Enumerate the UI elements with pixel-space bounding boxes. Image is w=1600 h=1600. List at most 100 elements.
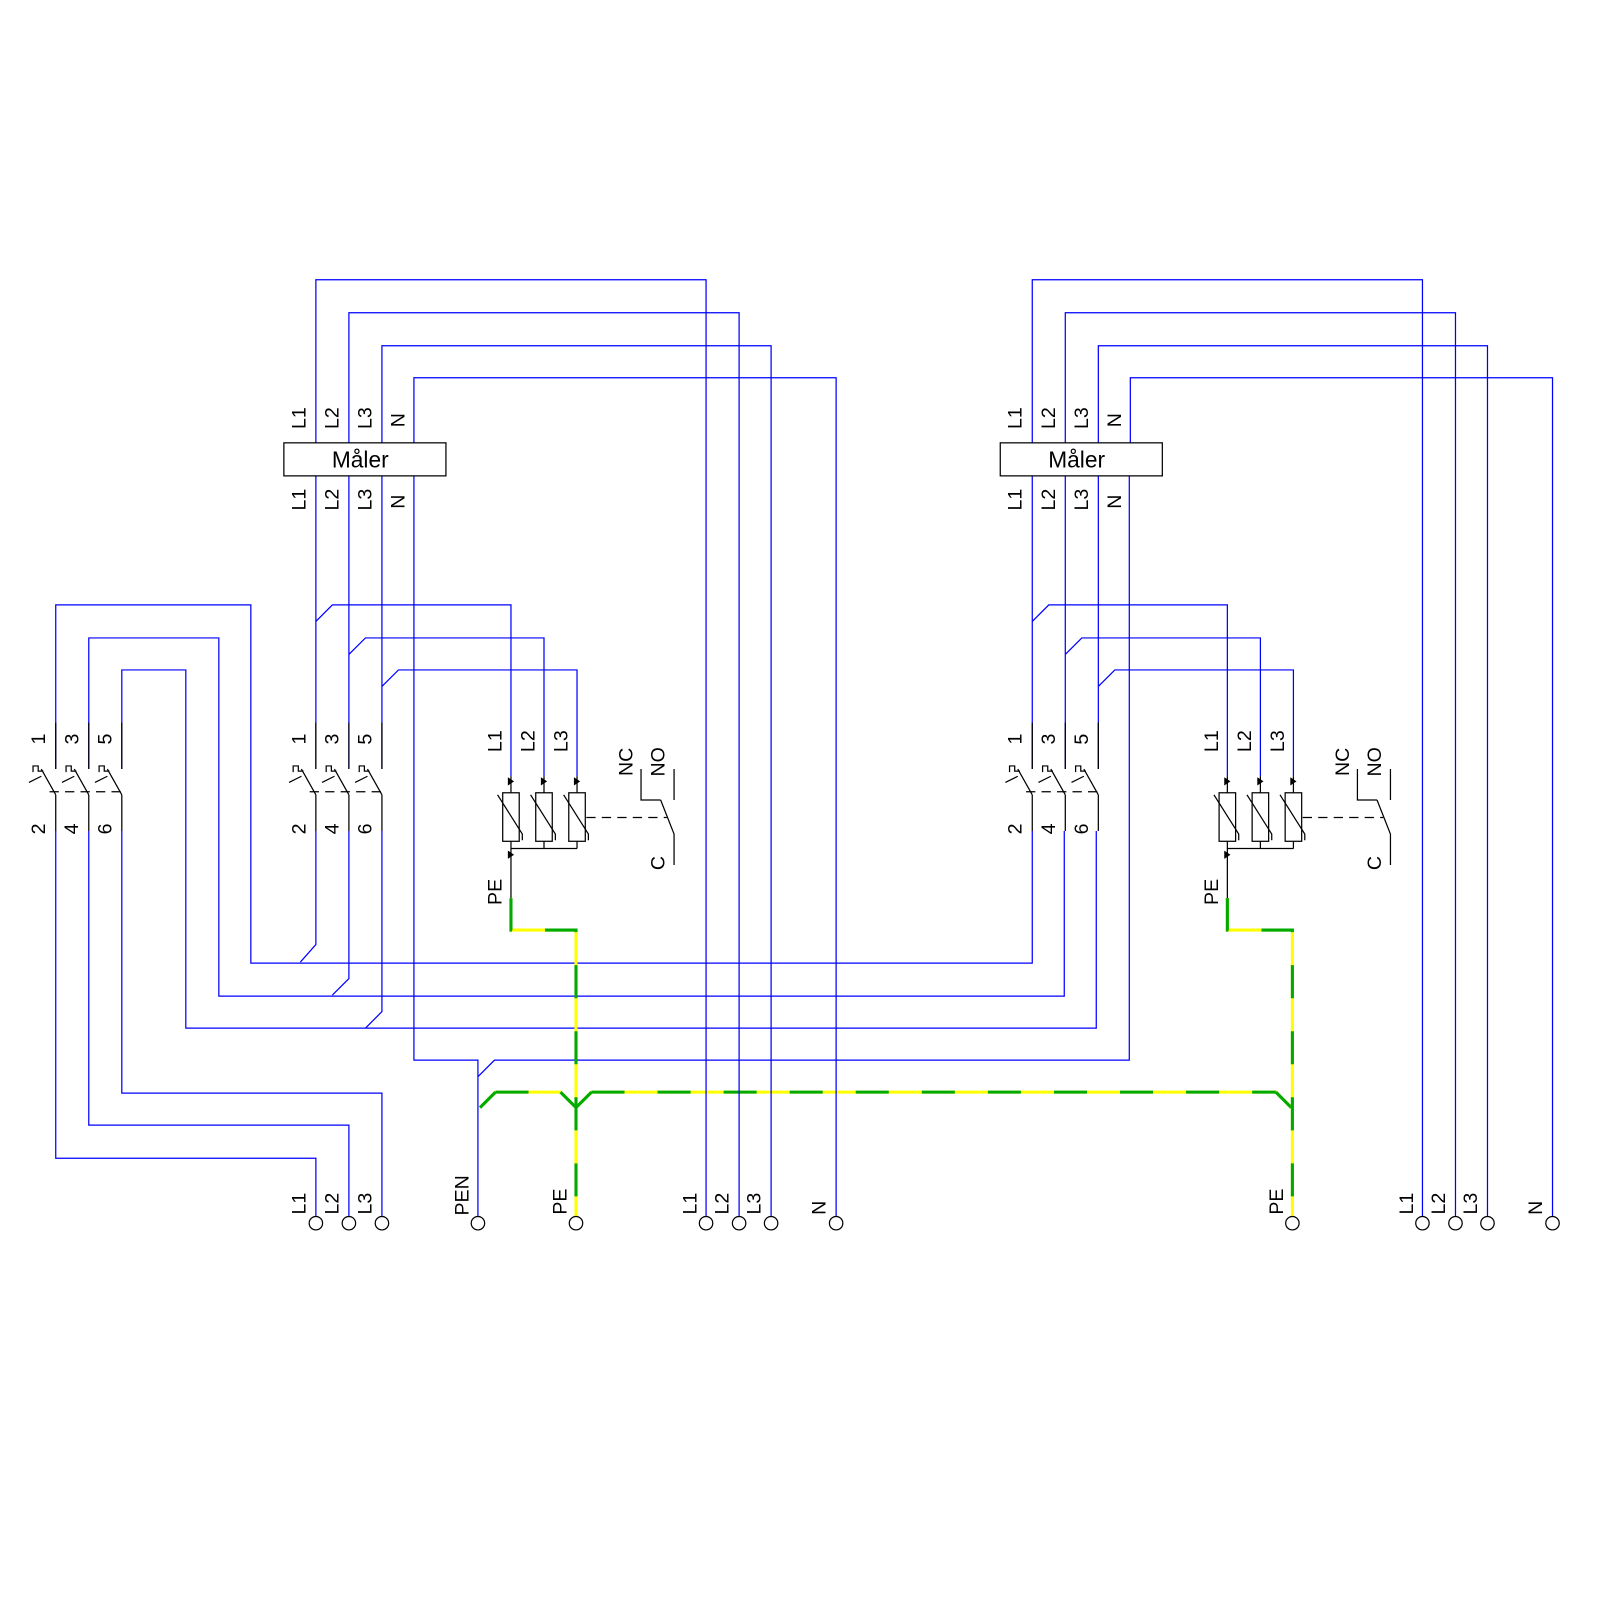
breaker-label: 1 — [288, 734, 310, 745]
circuit-breaker: 1 3 5 2 4 6 — [288, 722, 383, 834]
meter-bottom-label: L2 — [1038, 489, 1060, 511]
contact-c-label: C — [648, 856, 670, 870]
wire-meter-l2 — [1064, 475, 1262, 777]
spd-label: L3 — [1267, 730, 1289, 752]
breaker-label: 3 — [1038, 734, 1060, 745]
terminal-supply-pen[interactable] — [470, 1215, 486, 1231]
wire-out-l2 — [348, 312, 740, 1216]
meter-bottom-label: L3 — [354, 489, 376, 511]
terminal-pe[interactable] — [1285, 1215, 1300, 1231]
meter-module: Måler L1 L2 L3 N L1 L2 L3 N 1 3 5 2 4 6 … — [283, 279, 844, 1231]
pe-bus — [478, 1090, 1293, 1110]
pe-wire — [509, 898, 578, 1216]
terminal-label: L3 — [354, 1193, 376, 1215]
terminal-out-n[interactable] — [828, 1215, 844, 1231]
varistor-diagonal-icon — [497, 794, 590, 841]
terminal-label: N — [1525, 1201, 1547, 1215]
terminal-supply-l2[interactable] — [341, 1215, 357, 1231]
breaker-label: 3 — [321, 734, 343, 745]
trip-symbol-icon — [1005, 765, 1086, 784]
meter-top-label: L1 — [1005, 407, 1027, 429]
contact-no-label: NO — [1364, 747, 1386, 776]
spd-label: L3 — [551, 730, 573, 752]
meter-top-label: L3 — [1071, 407, 1093, 429]
spd-label: L2 — [1234, 730, 1256, 752]
main-breaker-label-5: 5 — [94, 734, 116, 745]
main-breaker-label-1: 1 — [28, 734, 50, 745]
contact-nc-label: NC — [616, 748, 638, 776]
surge-protector: L1 L2 L3 PE NC NO C — [484, 730, 675, 905]
breaker-poles — [300, 722, 383, 831]
meter-bottom-label: L3 — [1071, 489, 1093, 511]
spd-label: L1 — [484, 730, 506, 752]
terminal-label: L1 — [288, 1193, 310, 1215]
terminal-pe[interactable] — [568, 1215, 584, 1231]
aux-contact — [1356, 769, 1392, 866]
terminal-out-l1[interactable] — [1415, 1215, 1430, 1231]
trip-symbol-icon — [288, 765, 370, 784]
main-breaker-label-4: 4 — [61, 823, 83, 834]
breaker-label: 6 — [354, 823, 376, 834]
contact-c-label: C — [1364, 856, 1386, 870]
meter-box — [283, 442, 447, 477]
surge-protector: L1 L2 L3 PE NC NO C — [1201, 730, 1392, 905]
meter-bottom-label: N — [387, 495, 409, 509]
meter-bottom-label: N — [1104, 495, 1126, 509]
wire-main-l1 — [55, 830, 317, 1216]
contact-no-label: NO — [648, 747, 670, 776]
breaker-poles — [1017, 722, 1099, 831]
aux-contact — [640, 769, 675, 866]
terminal-supply-l1[interactable] — [308, 1215, 324, 1231]
wire-out-l1 — [1031, 279, 1424, 1216]
terminal-label-pe: PE — [1266, 1188, 1288, 1214]
terminal-out-l1[interactable] — [698, 1215, 714, 1231]
breaker-label: 6 — [1071, 823, 1093, 834]
circuit-breaker: 1 3 5 2 4 6 — [1005, 722, 1099, 834]
wire-out-n — [413, 377, 837, 1216]
wire-out-l2 — [1064, 312, 1457, 1216]
breaker-label: 1 — [1005, 734, 1027, 745]
main-breaker: 1 3 5 2 4 6 — [28, 722, 123, 834]
terminal-supply-l3[interactable] — [374, 1215, 390, 1231]
terminal-label-pen: PEN — [451, 1175, 473, 1215]
spd-wiring — [1226, 776, 1295, 899]
wire-out-l3 — [381, 345, 772, 1216]
pe-wire-green — [509, 898, 578, 1216]
main-breaker-label-2: 2 — [28, 823, 50, 834]
terminal-label: N — [809, 1201, 831, 1215]
supply-wiring: 1 3 5 2 4 6 L1 L2 L3 PEN — [28, 475, 1293, 1231]
terminal-out-l3[interactable] — [1480, 1215, 1495, 1231]
main-breaker-label-3: 3 — [61, 734, 83, 745]
meter-bottom-label: L1 — [1005, 489, 1027, 511]
wire-meter-l3 — [381, 475, 578, 777]
terminal-out-l3[interactable] — [763, 1215, 779, 1231]
spd-wiring — [510, 776, 578, 899]
terminal-out-l2[interactable] — [731, 1215, 747, 1231]
supply-terminals: L1 L2 L3 PEN — [288, 1175, 486, 1231]
terminal-out-n[interactable] — [1545, 1215, 1560, 1231]
wire-out-n — [1129, 377, 1554, 1216]
breaker-label: 2 — [288, 823, 310, 834]
spd-pe-label: PE — [1201, 879, 1223, 905]
trip-symbol-icon — [28, 765, 110, 784]
pe-wire-green — [1225, 898, 1294, 1216]
meter-title: Måler — [332, 446, 389, 472]
terminal-out-l2[interactable] — [1448, 1215, 1463, 1231]
main-breaker-poles — [40, 722, 123, 831]
wire-meter-l2 — [348, 475, 545, 777]
wire-meter-l3 — [1097, 475, 1295, 777]
meter-box — [999, 442, 1163, 477]
meter-top-label: L1 — [288, 407, 310, 429]
breaker-label: 4 — [321, 823, 343, 834]
pe-bus-joints — [478, 1091, 1293, 1110]
meter-title: Måler — [1048, 446, 1105, 472]
spd-label: L1 — [1201, 730, 1223, 752]
terminal-label-pe: PE — [550, 1188, 572, 1214]
terminal-label: L2 — [321, 1193, 343, 1215]
meter-bottom-label: L2 — [321, 489, 343, 511]
meter-module-right: Måler L1 L2 L3 N L1 L2 L3 N 1 3 5 2 4 6 … — [999, 279, 1560, 1231]
breaker-label: 5 — [354, 734, 376, 745]
wire-bus-l1 — [55, 604, 1033, 964]
wire-main-l3 — [121, 830, 383, 1216]
